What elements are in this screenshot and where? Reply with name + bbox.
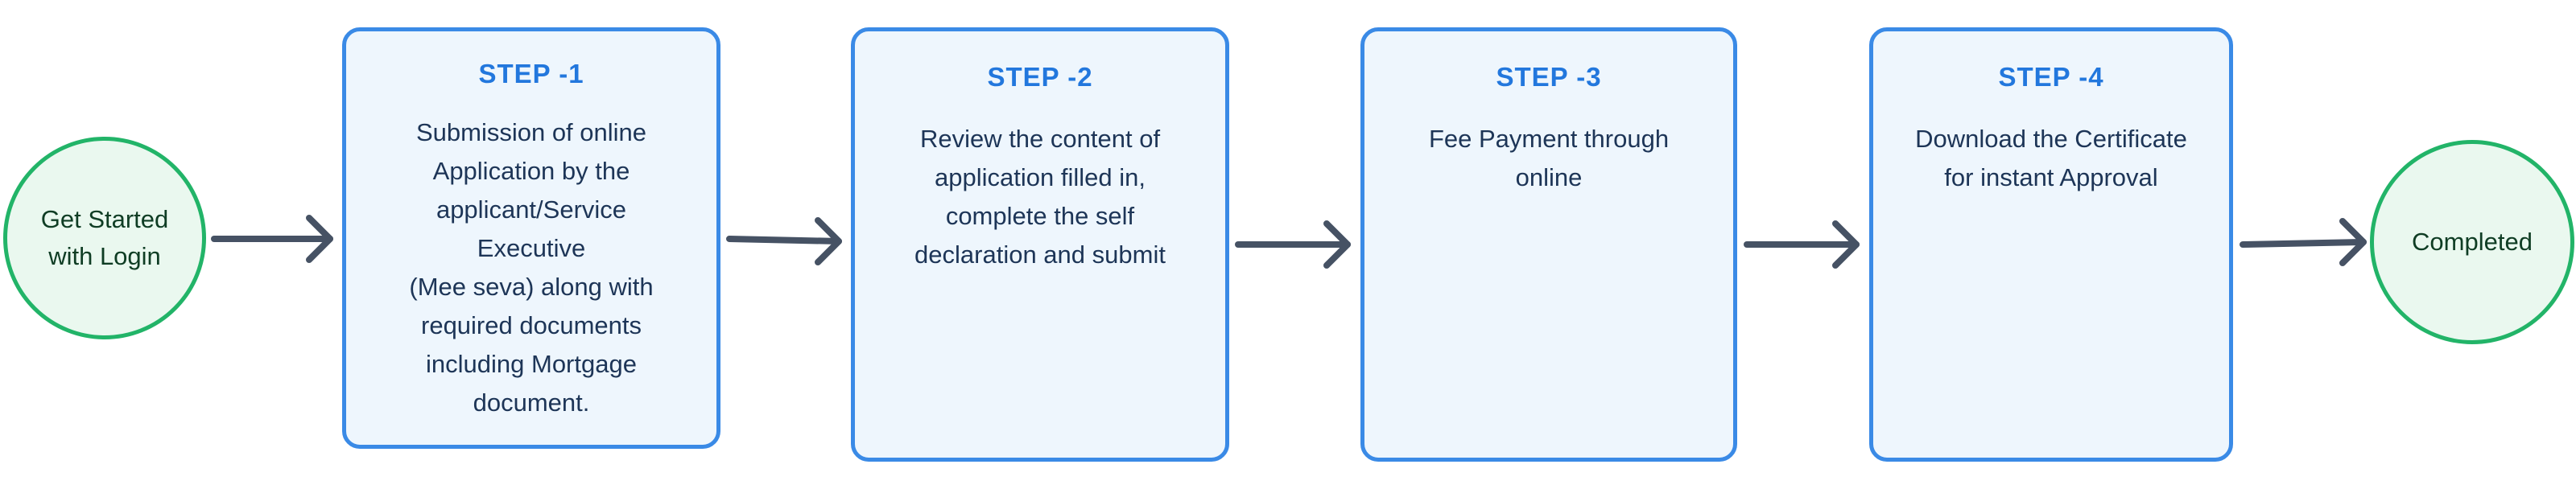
arrow-step-2-to-step-3 [1235, 220, 1351, 269]
step-3-title: STEP -3 [1496, 62, 1602, 92]
step-2-description: Review the content of application filled… [914, 125, 1166, 269]
arrow-start-to-step-1 [211, 215, 333, 263]
step-4-box: STEP -4 Download the Certificate for ins… [1869, 27, 2233, 462]
step-4-title: STEP -4 [1998, 62, 2104, 92]
arrow-step-4-to-end [2240, 218, 2367, 266]
arrow-step-3-to-step-4 [1744, 220, 1860, 269]
step-1-box: STEP -1 Submission of online Application… [342, 27, 720, 449]
step-3-description: Fee Payment through online [1428, 125, 1670, 191]
step-3-box: STEP -3 Fee Payment through online [1360, 27, 1737, 462]
step-2-box: STEP -2 Review the content of applicatio… [851, 27, 1229, 462]
step-2-title: STEP -2 [987, 62, 1093, 92]
end-node: Completed [2370, 140, 2574, 344]
end-node-label: Completed [2412, 228, 2533, 256]
start-node: Get Started with Login [3, 137, 206, 339]
step-4-description: Download the Certificate for instant App… [1915, 125, 2187, 191]
arrow-step-1-to-step-2 [726, 217, 842, 265]
start-node-label: Get Started with Login [40, 205, 169, 270]
step-1-title: STEP -1 [478, 59, 584, 88]
step-1-description: Submission of online Application by the … [409, 118, 654, 417]
